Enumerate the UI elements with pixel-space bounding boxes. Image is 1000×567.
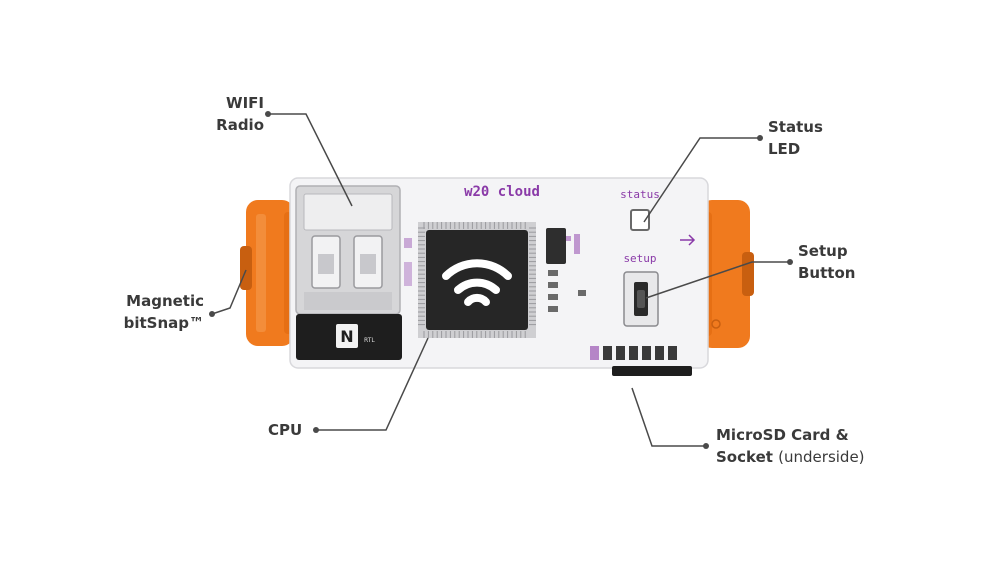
board-title: w20 cloud [464,184,540,200]
header-pin [668,346,677,360]
leader-dot-setup [787,259,793,265]
label-status-led-line1: Status [768,118,823,136]
leader-magnetic [211,269,247,315]
label-setup-button-line2: Button [798,264,856,282]
header-pins [590,346,677,360]
label-microsd-line2-note: (underside) [778,448,865,466]
microsd-socket [612,366,692,376]
label-microsd-line2: Socket (underside) [716,446,865,468]
nfc-sub-mark: RTL [364,337,375,344]
leader-dot-wifi [265,111,271,117]
label-magnetic-line1: Magnetic [126,292,204,310]
status-silkscreen: status [620,188,660,201]
leader-cpu [316,337,429,431]
wifi-radio-module: N RTL [295,185,402,360]
leader-microsd [631,387,706,447]
leader-dot-magnetic [209,311,215,317]
label-microsd: MicroSD Card & Socket (underside) [716,424,865,468]
label-setup-button-line1: Setup [798,242,848,260]
label-wifi-radio-line1: WIFI [226,94,264,112]
label-status-led: Status LED [768,116,823,160]
label-magnetic-bitsnap: Magnetic bitSnap™ [112,290,204,334]
cpu-chip [418,222,536,338]
header-pin [603,346,612,360]
label-wifi-radio: WIFI Radio [214,92,264,136]
label-microsd-line2-main: Socket [716,448,773,466]
label-status-led-line2: LED [768,140,801,158]
label-magnetic-line2: bitSnap™ [123,314,204,332]
label-cpu: CPU [268,419,302,441]
header-pin [629,346,638,360]
wifi-icon [442,259,512,306]
direction-arrow-icon [680,234,696,246]
nfc-mark: N [340,327,353,346]
leader-dot-cpu [313,427,319,433]
label-wifi-radio-line2: Radio [216,116,264,134]
leader-wifi [268,113,353,207]
header-pin [655,346,664,360]
status-led [630,209,650,231]
label-microsd-line1: MicroSD Card & [716,426,849,444]
label-setup-button: Setup Button [798,240,855,284]
leader-dot-microsd [703,443,709,449]
header-pin [616,346,625,360]
setup-button [623,271,659,327]
leader-dot-status [757,135,763,141]
leader-status [643,137,760,223]
setup-silkscreen: setup [623,252,656,265]
leader-setup [645,261,790,299]
passive-components [404,228,586,312]
label-cpu-text: CPU [268,421,303,439]
header-pin [590,346,599,360]
header-pin [642,346,651,360]
